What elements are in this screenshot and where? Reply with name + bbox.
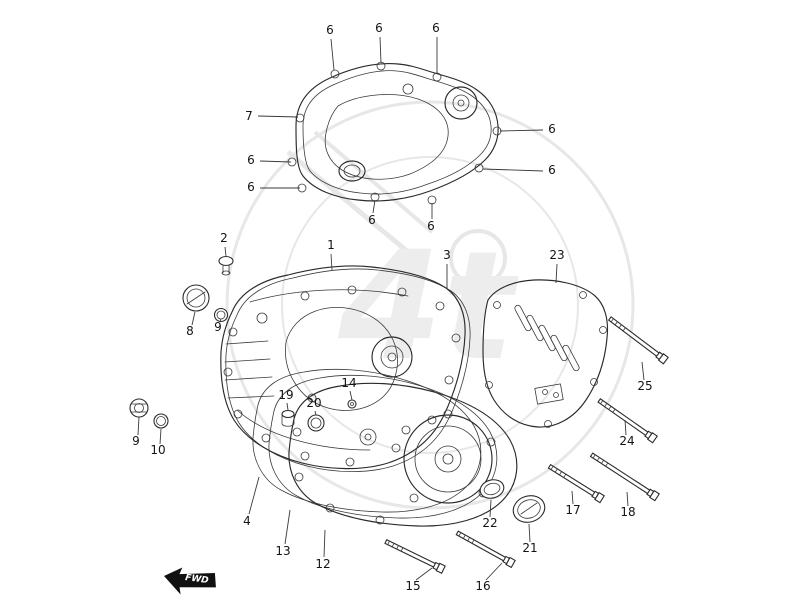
callout-25: 25	[637, 379, 652, 393]
bolt-15-art	[384, 539, 446, 574]
leader-line-24	[624, 419, 627, 436]
leader-line-16	[485, 562, 503, 581]
bolt-25-art	[607, 316, 669, 365]
callout-22: 22	[482, 516, 497, 530]
cap-21-art	[512, 495, 546, 523]
bolt-17-art	[547, 463, 605, 504]
magneto-cover-art	[482, 279, 609, 428]
leader-line-21	[528, 523, 531, 543]
callout-7: 7	[245, 109, 253, 123]
magneto-cover-vents	[514, 304, 580, 372]
leader-line-6h	[372, 199, 376, 214]
callout-6g: 6	[247, 180, 255, 194]
plug-8-art	[182, 284, 210, 312]
fwd-arrow: FWD	[164, 567, 216, 595]
screw-14-art	[347, 399, 357, 409]
callout-17: 17	[565, 503, 580, 517]
oring-10-art	[153, 413, 169, 429]
bolt-16-art	[455, 530, 516, 569]
callout-10: 10	[150, 443, 165, 457]
callout-15: 15	[405, 579, 420, 593]
leader-line-1	[330, 253, 333, 271]
callout-13: 13	[275, 544, 290, 558]
leader-line-15	[415, 567, 433, 581]
callout-21: 21	[522, 541, 537, 555]
leader-line-7	[257, 115, 299, 118]
leader-line-6b	[379, 36, 382, 64]
leader-line-8	[191, 311, 196, 326]
callout-20: 20	[306, 396, 321, 410]
callout-19: 19	[278, 388, 293, 402]
bolt-24-art	[597, 398, 658, 444]
leader-line-22	[489, 499, 492, 518]
callout-18: 18	[620, 505, 635, 519]
leader-line-19	[286, 402, 289, 411]
watermark: 4t	[225, 100, 635, 510]
callout-24: 24	[619, 434, 634, 448]
callout-14: 14	[341, 376, 356, 390]
watermark-text: 4t	[337, 220, 519, 394]
callout-6f: 6	[548, 163, 556, 177]
leader-line-13	[284, 509, 291, 545]
fwd-arrow-shape	[164, 567, 216, 595]
fwd-label: FWD	[184, 573, 209, 586]
callout-9a: 9	[214, 320, 222, 334]
leader-line-14	[349, 390, 353, 401]
cap-screw-2-art	[218, 255, 234, 276]
callout-6i: 6	[427, 219, 435, 233]
callout-6c: 6	[432, 21, 440, 35]
leader-line-18	[626, 491, 629, 507]
leader-line-20	[314, 410, 317, 416]
callout-3: 3	[443, 248, 451, 262]
bolt-18-art	[589, 452, 660, 502]
crankcase-cover-bolt-holes	[223, 285, 461, 467]
callout-8: 8	[186, 324, 194, 338]
leader-line-25	[641, 361, 645, 381]
oring-22-art	[479, 479, 505, 499]
callout-9b: 9	[132, 434, 140, 448]
callout-6d: 6	[548, 122, 556, 136]
leader-line-2	[224, 246, 227, 257]
callout-6h: 6	[368, 213, 376, 227]
callout-1: 1	[327, 238, 335, 252]
plug-9b-art	[129, 398, 149, 418]
leader-line-6a	[330, 38, 335, 71]
callout-2: 2	[220, 231, 228, 245]
callout-12: 12	[315, 557, 330, 571]
leader-line-10	[159, 428, 162, 445]
plug-19-art	[281, 409, 295, 427]
leader-line-9a	[219, 318, 222, 323]
leader-line-9b	[137, 416, 140, 436]
callout-23: 23	[549, 248, 564, 262]
leader-line-6e	[259, 160, 292, 163]
leader-line-12	[323, 529, 326, 558]
leader-line-4	[248, 476, 260, 515]
leader-line-6f	[482, 168, 544, 172]
leader-line-17	[571, 490, 574, 505]
leader-line-23	[555, 263, 558, 284]
callout-6b: 6	[375, 21, 383, 35]
callout-6a: 6	[326, 23, 334, 37]
oring-20-art	[307, 414, 325, 432]
callout-16: 16	[475, 579, 490, 593]
callout-6e: 6	[247, 153, 255, 167]
leader-line-6d	[499, 129, 544, 132]
clutch-cover-art	[287, 61, 502, 205]
callout-4: 4	[243, 514, 251, 528]
